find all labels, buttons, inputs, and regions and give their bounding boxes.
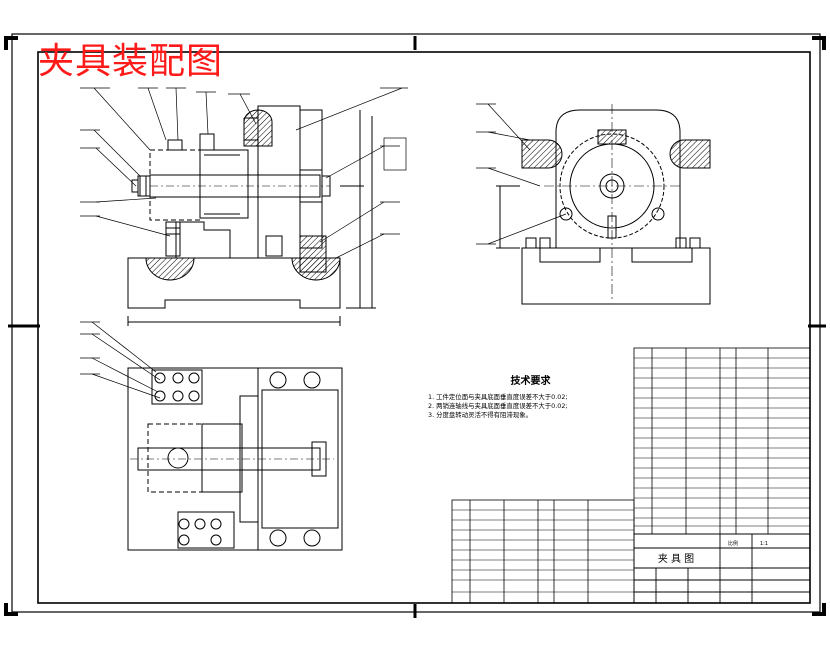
front-view	[127, 105, 376, 326]
corner-marks	[4, 36, 826, 616]
scale-label: 比例	[728, 540, 738, 547]
drawing-title: 夹具装配图	[38, 41, 224, 82]
title-block	[633, 533, 811, 604]
tech-requirements: 技术要求 1. 工件定位面与夹具底面垂直度误差不大于0.02; 2. 两销连轴线…	[428, 372, 633, 442]
tech-requirement-item: 3. 分度盘转动灵活不得有阻滞现象。	[428, 411, 532, 419]
tech-requirement-item: 2. 两销连轴线与夹具底面垂直度误差不大于0.02;	[428, 402, 568, 410]
front-view-leaders	[80, 87, 408, 259]
tech-requirement-item: 1. 工件定位面与夹具底面垂直度误差不大于0.02;	[428, 393, 568, 401]
tech-requirements-heading: 技术要求	[510, 376, 551, 387]
parts-list-rows-right	[634, 357, 810, 527]
parts-list-rows-left	[452, 509, 634, 593]
parts-list-left	[451, 499, 635, 604]
inner-border	[37, 51, 811, 604]
title-block-name: 夹 具 图	[658, 552, 694, 565]
side-view-leaders	[476, 103, 567, 245]
centering-marks	[8, 36, 826, 618]
scale-value: 1:1	[760, 541, 768, 547]
top-view-leaders	[80, 321, 161, 399]
top-view	[127, 367, 343, 551]
side-view	[496, 104, 711, 305]
outer-frame	[11, 33, 821, 613]
parts-list-right	[633, 347, 811, 535]
